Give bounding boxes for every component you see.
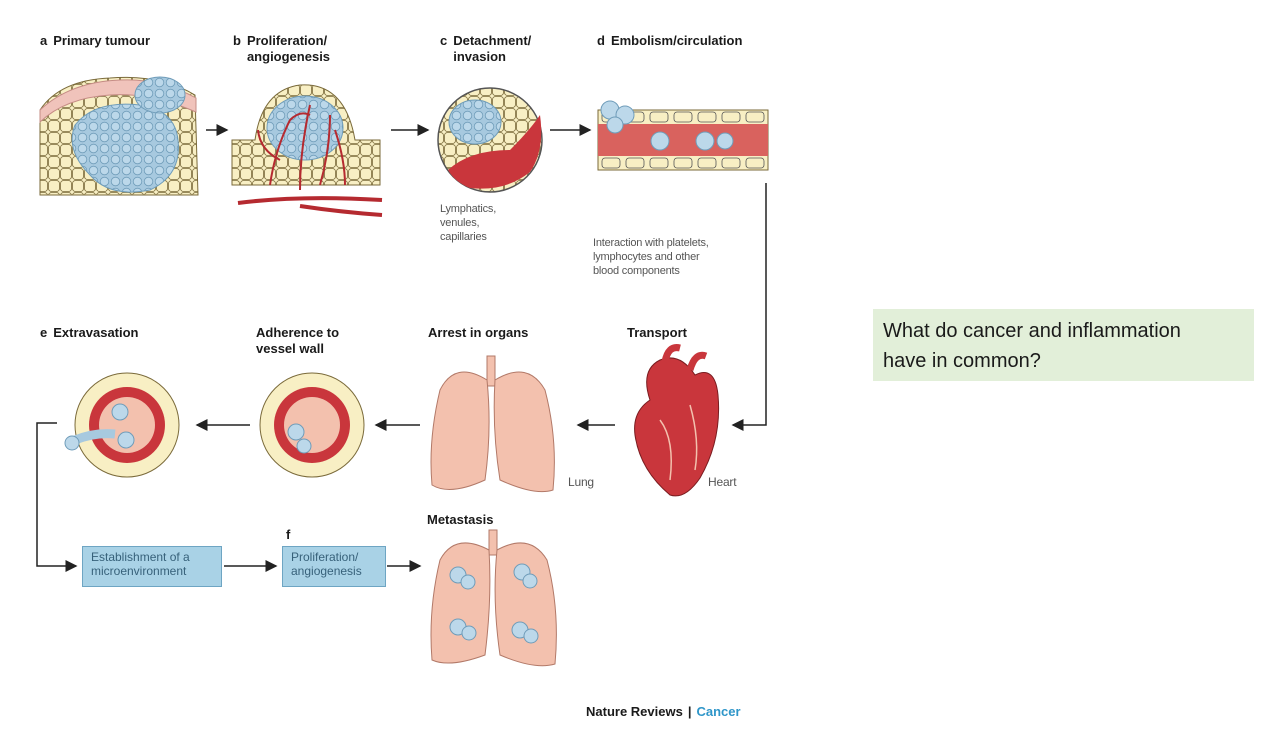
step-b-letter: b xyxy=(233,33,241,48)
step-c-title: Detachment/ invasion xyxy=(453,33,532,64)
step-c-note: Lymphatics, venules, capillaries xyxy=(440,203,497,243)
microenvironment-box: Establishment of a microenvironment xyxy=(82,546,222,587)
step-d-label: d Embolism/circulation xyxy=(597,33,742,49)
arrest-title: Arrest in organs xyxy=(428,325,529,340)
circulation-illustration xyxy=(597,100,769,171)
step-c-letter: c xyxy=(440,33,448,48)
step-f-letter: f xyxy=(286,527,291,542)
angiogenesis-illustration xyxy=(231,84,383,217)
heart-illustration xyxy=(634,344,720,497)
lung-illustration xyxy=(430,355,555,493)
transport-title: Transport xyxy=(627,325,687,340)
metastasis-title: Metastasis xyxy=(427,512,494,527)
adherence-vessel-illustration xyxy=(259,372,365,478)
credit-journal: Cancer xyxy=(696,704,741,719)
flow-arrows xyxy=(36,124,767,572)
step-a-letter: a xyxy=(40,33,48,48)
lung-label: Lung xyxy=(568,475,594,489)
step-a-title: Primary tumour xyxy=(53,33,151,48)
step-d-note: Interaction with platelets, lymphocytes … xyxy=(593,237,709,277)
primary-tumour-illustration xyxy=(39,76,199,196)
proliferation-box: Proliferation/ angiogenesis xyxy=(282,546,386,587)
step-e-label: e Extravasation xyxy=(40,325,139,341)
extravasation-vessel-illustration xyxy=(64,372,180,478)
invasion-illustration xyxy=(437,87,543,193)
step-d-title: Embolism/circulation xyxy=(610,33,743,48)
step-d-letter: d xyxy=(597,33,605,48)
credit-separator: | xyxy=(687,704,692,719)
step-a-label: a Primary tumour xyxy=(40,33,150,49)
step-b-label: b Proliferation/ angiogenesis xyxy=(233,33,330,65)
figure-credit: Nature Reviews | Cancer xyxy=(586,704,741,719)
discussion-question: What do cancer and inflammation have in … xyxy=(873,309,1254,381)
metastasis-lung-illustration xyxy=(430,529,557,667)
metastasis-diagram-art xyxy=(36,76,769,667)
step-c-label: c Detachment/ invasion xyxy=(440,33,531,65)
adherence-title: Adherence to vessel wall xyxy=(256,325,340,356)
credit-publisher: Nature Reviews xyxy=(586,704,683,719)
step-e-letter: e xyxy=(40,325,48,340)
heart-label: Heart xyxy=(708,475,737,489)
step-b-title: Proliferation/ angiogenesis xyxy=(246,33,331,64)
step-e-title: Extravasation xyxy=(53,325,139,340)
